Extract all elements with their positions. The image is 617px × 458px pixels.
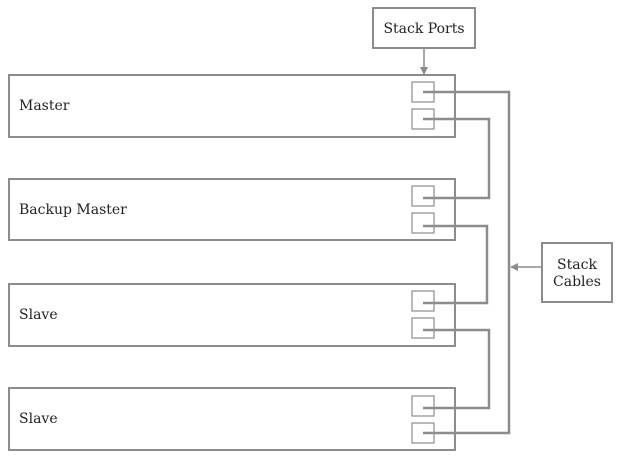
switch-label: Slave: [19, 307, 58, 323]
stack-cable-slave-to-slave: [423, 328, 491, 410]
stack-port-lower: [411, 212, 435, 234]
switch-box: [8, 74, 456, 138]
switch-slave-2: Slave: [8, 387, 456, 451]
stack-cable-ring-return: [423, 90, 511, 435]
stack-ports-callout-label: Stack Ports: [383, 21, 464, 37]
switch-label: Master: [19, 98, 70, 114]
stack-ports-callout-box: [372, 7, 476, 49]
stack-cables-callout-box: [541, 242, 613, 303]
stack-port-upper: [411, 290, 435, 312]
stack-cables-callout: Stack Cables: [510, 242, 613, 303]
stack-cable-master-to-backup: [423, 117, 491, 200]
switch-slave-1: Slave: [8, 283, 456, 347]
stack-cable-backup-to-slave: [423, 224, 489, 305]
switch-label: Slave: [19, 411, 58, 427]
switch-box: [8, 178, 456, 241]
stack-cables-callout-label-line2: Cables: [553, 274, 601, 290]
switch-master: Master: [8, 74, 456, 138]
stack-ports-callout: Stack Ports: [372, 7, 476, 75]
switch-label: Backup Master: [19, 202, 127, 218]
stack-port-lower: [411, 317, 435, 339]
stack-cables-callout-label-line1: Stack: [557, 257, 597, 273]
stack-port-upper: [411, 185, 435, 207]
switch-box: [8, 283, 456, 347]
switch-box: [8, 387, 456, 451]
switch-backup-master: Backup Master: [8, 178, 456, 241]
stack-cables: [423, 90, 511, 435]
stack-port-upper: [411, 395, 435, 417]
